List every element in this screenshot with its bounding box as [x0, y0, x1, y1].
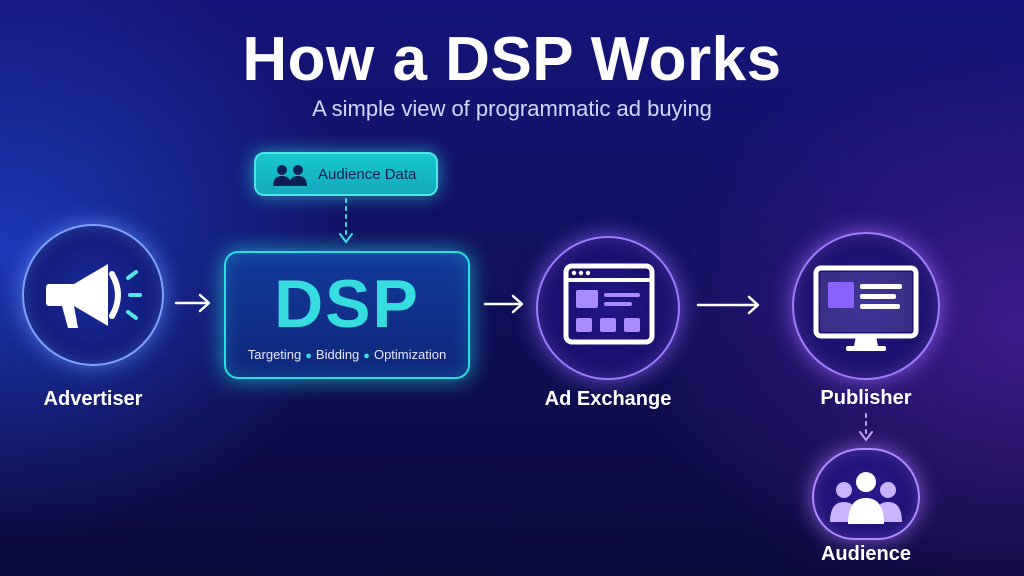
ad-exchange-label: Ad Exchange — [544, 388, 672, 410]
arrow-dsp-to-exchange — [483, 294, 524, 314]
users-icon — [273, 165, 307, 186]
audience-label: Audience — [820, 543, 912, 565]
publisher-label: Publisher — [820, 387, 912, 409]
group-icon — [830, 472, 902, 524]
audience-data-badge: Audience Data — [254, 152, 438, 196]
monitor-icon — [813, 265, 919, 351]
arrow-exchange-to-publisher — [696, 295, 760, 315]
feature-optimization: Optimization — [373, 347, 447, 362]
advertiser-label: Advertiser — [43, 388, 143, 410]
megaphone-icon — [46, 264, 142, 328]
dsp-features: Targeting●Bidding●Optimization — [226, 347, 468, 362]
audience-node — [812, 448, 920, 540]
page-subtitle: A simple view of programmatic ad buying — [312, 96, 712, 121]
arrow-advertiser-to-dsp — [174, 293, 211, 313]
dsp-title: DSP — [274, 266, 420, 342]
browser-window-icon — [563, 263, 655, 345]
advertiser-node — [22, 224, 164, 366]
ad-exchange-node — [536, 236, 680, 380]
audience-data-label: Audience Data — [318, 166, 417, 183]
feature-bidding: Bidding — [315, 347, 360, 362]
dsp-node: DSP Targeting●Bidding●Optimization — [224, 251, 470, 379]
arrow-audience-data-to-dsp — [339, 198, 353, 244]
separator-dot: ● — [363, 350, 370, 362]
publisher-node — [792, 232, 940, 380]
separator-dot: ● — [305, 350, 312, 362]
page-title: How a DSP Works — [242, 25, 782, 94]
arrow-publisher-to-audience — [859, 413, 873, 442]
feature-targeting: Targeting — [247, 347, 302, 362]
